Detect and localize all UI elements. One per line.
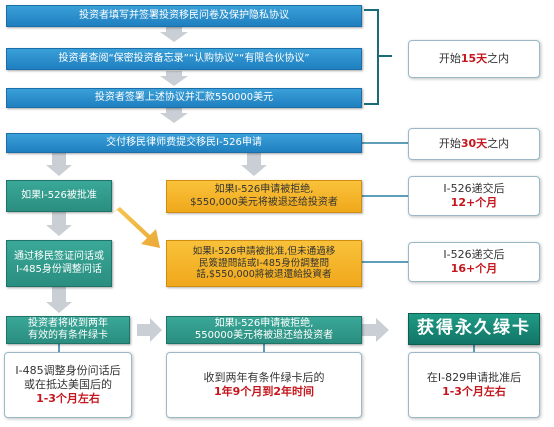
middle-rejected-3-line2: 550000美元将被退还给投资者: [194, 330, 334, 341]
step-sign-and-remit-text: 投资者签署上述协议并汇款550000美元: [94, 91, 274, 103]
left-interview-line1: 通过移民签证问话或: [14, 251, 104, 262]
arrow-down-middle: [241, 153, 267, 176]
bottom-after-conditional-line1: 收到两年有条件绿卡后的: [203, 371, 325, 385]
left-approved-text: 如果I-526被批准: [21, 189, 97, 201]
bottom-after-interview-line1: I-485调整身份问话后: [15, 364, 121, 378]
left-conditional-line2: 有效的有条件绿卡: [28, 330, 108, 341]
timeline-15-suffix: 之内: [487, 52, 510, 66]
bottom-after-conditional-highlight: 1年9个月到2年时间: [214, 385, 314, 398]
step-sign-and-remit: 投资者签署上述协议并汇款550000美元: [6, 88, 362, 108]
timeline-30-prefix: 开始: [438, 137, 461, 151]
middle-rejected-2-line3: 話,$550,000將被退還給投資者: [196, 269, 332, 281]
timeline-16-highlight: 16+个月: [450, 262, 498, 275]
middle-rejected-2-line2: 民簽證問話或I-485身份調整問: [198, 257, 330, 269]
left-approved: 如果I-526被批准: [6, 180, 112, 212]
timeline-15-highlight: 15天: [460, 52, 488, 66]
step-review-documents: 投资者查阅“保密投资备忘录”“认购协议”“有限合伙协议”: [6, 48, 362, 70]
bottom-after-interview: I-485调整身份问话后 或在抵达美国后的 1-3个月左右: [4, 352, 132, 418]
middle-rejected-2: 如果I-526申請被批准,但未通過移 民簽證問話或I-485身份調整問 話,$5…: [166, 240, 362, 287]
green-card-text: 获得永久绿卡: [417, 318, 531, 339]
middle-rejected-2-line1: 如果I-526申請被批准,但未通過移: [192, 245, 336, 257]
middle-rejected-3-line1: 如果I-526申请被拒绝,: [214, 317, 314, 329]
bottom-after-interview-highlight: 1-3个月左右: [36, 391, 100, 405]
left-conditional-line1: 投资者将收到两年: [28, 317, 108, 329]
arrow-down-1: [160, 27, 188, 42]
middle-rejected-1-line1: 如果I-526申请被拒绝,: [214, 184, 314, 195]
arrow-down-left-3: [46, 287, 72, 313]
bracket-brace: [364, 9, 392, 105]
middle-rejected-3: 如果I-526申请被拒绝, 550000美元将被退还给投资者: [166, 316, 362, 344]
bottom-after-i829-highlight: 1-3个月左右: [442, 385, 506, 398]
step-review-documents-text: 投资者查阅“保密投资备忘录”“认购协议”“有限合伙协议”: [58, 52, 310, 64]
arrow-down-left: [46, 153, 72, 176]
left-interview-line2: I-485身份调整问话: [16, 263, 102, 275]
arrow-right-2: [362, 318, 389, 342]
middle-rejected-1: 如果I-526申请被拒绝, $550,000美元将被退还给投资者: [166, 180, 362, 213]
step-questionnaire: 投资者填写并签署投资移民问卷及保护隐私协议: [6, 5, 362, 27]
timeline-16-line1: I-526递交后: [443, 248, 505, 262]
arrow-down-left-2: [46, 212, 72, 236]
left-conditional-card: 投资者将收到两年 有效的有条件绿卡: [6, 316, 130, 344]
timeline-12-months: I-526递交后 12+个月: [408, 176, 540, 216]
arrow-right-1: [137, 318, 162, 342]
step-submit-i526-text: 交付移民律师费提交移民I-526申请: [106, 136, 262, 148]
bottom-after-interview-line2: 或在抵达美国后的: [24, 378, 112, 392]
timeline-30-suffix: 之内: [487, 137, 510, 151]
arrow-down-3: [160, 108, 188, 123]
arrow-diagonal: [112, 207, 160, 248]
timeline-15-prefix: 开始: [438, 52, 461, 66]
left-interview: 通过移民签证问话或 I-485身份调整问话: [6, 240, 112, 287]
bottom-after-conditional: 收到两年有条件绿卡后的 1年9个月到2年时间: [166, 352, 362, 418]
step-questionnaire-text: 投资者填写并签署投资移民问卷及保护隐私协议: [79, 9, 289, 21]
timeline-12-line1: I-526递交后: [443, 182, 505, 196]
timeline-30-highlight: 30天: [460, 137, 488, 151]
middle-rejected-1-line2: $550,000美元将被退还给投资者: [190, 196, 338, 208]
bottom-after-i829-line1: 在I-829申请批准后: [426, 371, 522, 385]
timeline-16-months: I-526递交后 16+个月: [408, 242, 540, 282]
arrow-down-2: [160, 71, 188, 86]
step-submit-i526: 交付移民律师费提交移民I-526申请: [6, 133, 362, 153]
bottom-after-i829: 在I-829申请批准后 1-3个月左右: [408, 352, 540, 418]
timeline-12-highlight: 12+个月: [450, 196, 498, 209]
green-card-result: 获得永久绿卡: [408, 313, 540, 345]
